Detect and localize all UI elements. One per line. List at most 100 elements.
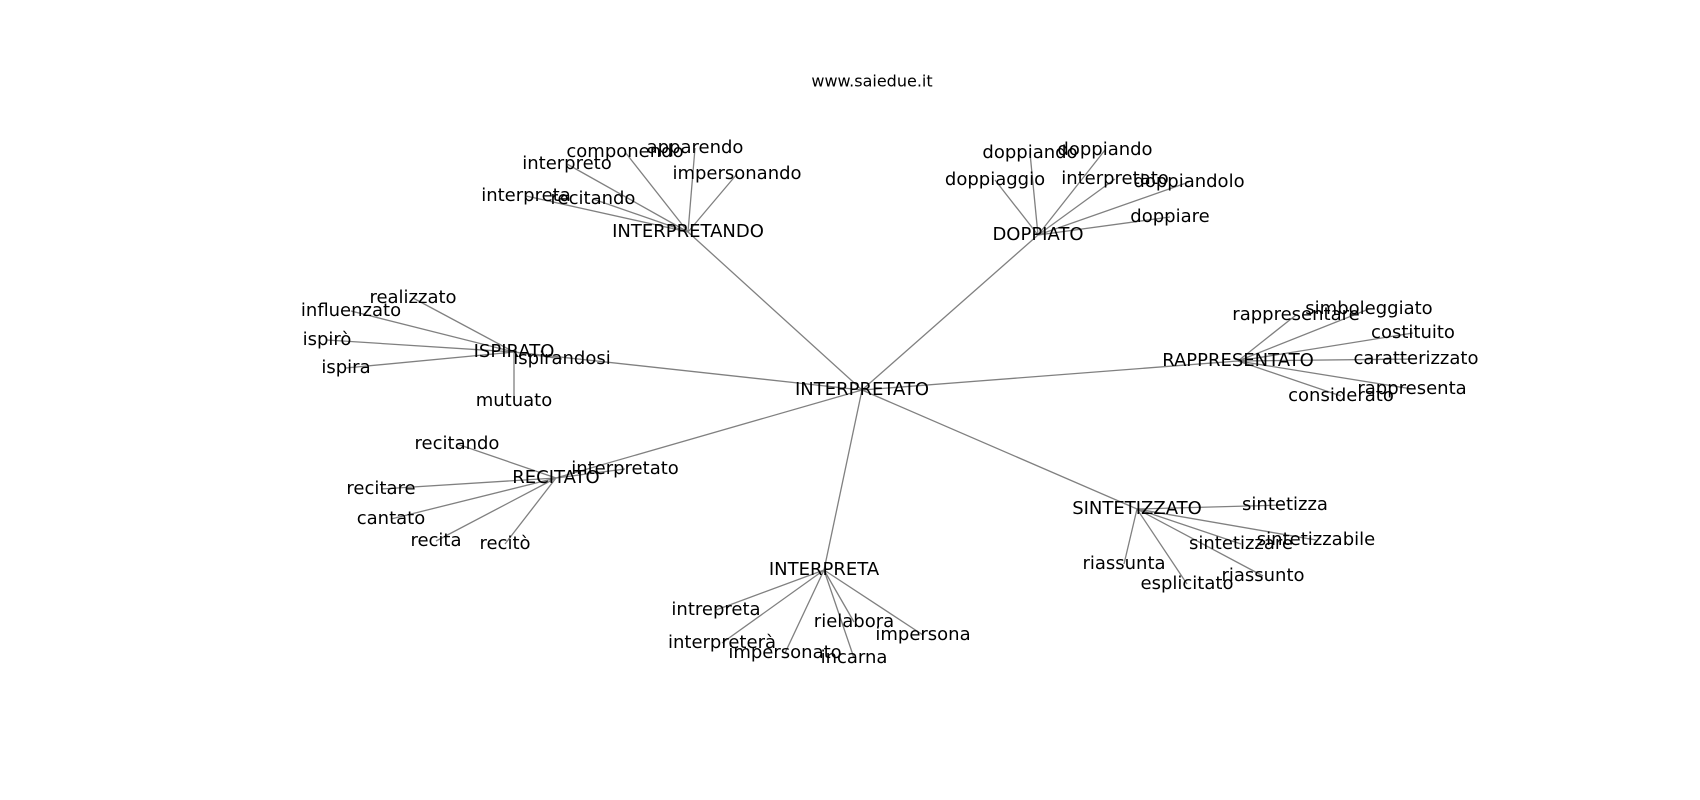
edge-recitato-to-leaf xyxy=(456,443,557,479)
edge-ispirato-to-leaf xyxy=(412,297,515,353)
edge-rappresentato-to-leaf xyxy=(1237,360,1342,397)
edge-interpreta-to-leaf xyxy=(715,569,825,611)
edge-root-to-interpretando xyxy=(687,231,863,391)
leaf-node-label: impersona xyxy=(875,624,970,645)
edge-rappresentato-to-leaf xyxy=(1237,308,1370,362)
root-node-label: INTERPRETATO xyxy=(795,379,929,400)
hub-node-label: ISPIRATO xyxy=(474,341,555,362)
leaf-node-label: ispirandosi xyxy=(513,348,610,369)
edge-doppiato-to-leaf xyxy=(1037,149,1106,236)
leaf-node-label: sintetizzabile xyxy=(1257,529,1375,550)
leaf-node-label: realizzato xyxy=(369,287,456,308)
leaf-node-label: incarna xyxy=(821,647,888,668)
leaf-node-label: recitando xyxy=(551,188,636,209)
leaf-node-label: riassunta xyxy=(1082,553,1165,574)
leaf-node-label: interpretato xyxy=(571,458,679,479)
edge-doppiato-to-leaf xyxy=(1037,178,1116,236)
edge-root-to-rappresentato xyxy=(861,360,1239,391)
edge-interpretando-to-leaf xyxy=(687,147,696,233)
edge-sintetizzato-to-leaf xyxy=(1136,508,1317,541)
edge-sintetizzato-to-leaf xyxy=(1136,508,1242,545)
edge-root-to-doppiato xyxy=(861,234,1039,391)
leaf-node-label: costituito xyxy=(1371,322,1455,343)
edge-rappresentato-to-leaf xyxy=(1237,358,1417,362)
leaf-node-label: cantato xyxy=(357,508,426,529)
leaf-node-label: rielabora xyxy=(814,611,894,632)
edge-rappresentato-to-leaf xyxy=(1237,360,1413,390)
hub-node-label: DOPPIATO xyxy=(992,224,1083,245)
edge-interpretando-to-leaf xyxy=(624,151,689,233)
edge-root-to-ispirato xyxy=(513,351,863,391)
leaf-node-label: influenzato xyxy=(301,300,401,321)
edge-ispirato-to-leaf xyxy=(326,339,515,353)
leaf-node-label: sintetizza xyxy=(1242,494,1328,515)
leaf-node-label: sintetizzare xyxy=(1189,533,1293,554)
leaf-node-label: doppiando xyxy=(982,142,1077,163)
edge-interpreta-to-leaf xyxy=(823,569,924,636)
leaf-node-label: interpreterà xyxy=(668,632,776,653)
edge-interpretando-to-leaf xyxy=(566,163,689,233)
edge-interpreta-to-leaf xyxy=(823,569,855,623)
leaf-node-label: doppiando xyxy=(1057,139,1152,160)
hub-node-label: RECITATO xyxy=(512,467,599,488)
leaf-node-label: componendo xyxy=(566,141,683,162)
edge-ispirato-to-leaf xyxy=(513,351,563,360)
edge-recitato-to-leaf xyxy=(504,477,557,545)
edge-sintetizzato-to-leaf xyxy=(1123,508,1138,565)
edge-root-to-recitato xyxy=(555,389,863,479)
hub-node-label: RAPPRESENTATO xyxy=(1162,350,1314,371)
leaf-node-label: interpreto xyxy=(522,153,612,174)
leaf-node-label: simboleggiato xyxy=(1305,298,1432,319)
edge-rappresentato-to-leaf xyxy=(1237,314,1297,362)
edge-sintetizzato-to-leaf xyxy=(1136,504,1286,510)
edge-interpreta-to-leaf xyxy=(721,569,825,644)
edge-root-to-sintetizzato xyxy=(861,389,1138,510)
leaf-node-label: recitando xyxy=(415,433,500,454)
edge-interpreta-to-leaf xyxy=(823,569,855,659)
edge-rappresentato-to-leaf xyxy=(1237,332,1414,362)
edge-doppiato-to-leaf xyxy=(1029,152,1039,236)
edge-ispirato-to-leaf xyxy=(345,351,515,369)
edge-sintetizzato-to-leaf xyxy=(1136,508,1188,585)
leaf-node-label: rappresentare xyxy=(1232,304,1359,325)
leaf-node-label: recita xyxy=(410,530,461,551)
edge-interpretando-to-leaf xyxy=(592,198,689,233)
edge-recitato-to-leaf xyxy=(390,477,557,520)
leaf-node-label: esplicitato xyxy=(1141,573,1234,594)
edges-layer xyxy=(326,147,1417,659)
edge-doppiato-to-leaf xyxy=(1037,181,1190,236)
leaf-node-label: recitò xyxy=(479,533,530,554)
edge-interpretando-to-leaf xyxy=(687,173,738,233)
edge-interpretando-to-leaf xyxy=(525,195,689,233)
leaf-node-label: impersonato xyxy=(728,642,841,663)
hub-node-label: INTERPRETA xyxy=(769,559,880,580)
edge-doppiato-to-leaf xyxy=(1037,216,1171,236)
leaf-node-label: ispira xyxy=(321,357,370,378)
leaf-node-label: rappresenta xyxy=(1357,378,1466,399)
leaf-node-label: riassunto xyxy=(1221,565,1304,586)
leaf-node-label: interpreta xyxy=(481,185,571,206)
edge-doppiato-to-leaf xyxy=(994,179,1039,236)
edge-recitato-to-leaf xyxy=(380,477,557,490)
leaf-node-label: considerato xyxy=(1288,385,1394,406)
leaf-node-label: caratterizzato xyxy=(1354,348,1479,369)
leaf-node-label: doppiaggio xyxy=(945,169,1045,190)
edge-recitato-to-leaf xyxy=(435,477,557,542)
leaf-node-label: interpretato xyxy=(1061,168,1169,189)
edge-interpreta-to-leaf xyxy=(784,569,825,654)
edge-root-to-interpreta xyxy=(823,389,863,571)
edge-ispirato-to-leaf xyxy=(350,310,515,353)
leaf-node-label: recitare xyxy=(346,478,415,499)
edge-recitato-to-leaf xyxy=(555,468,626,479)
hub-node-label: INTERPRETANDO xyxy=(612,221,764,242)
hub-node-label: SINTETIZZATO xyxy=(1072,498,1202,519)
edge-sintetizzato-to-leaf xyxy=(1136,508,1264,577)
labels-layer: INTERPRETATOINTERPRETANDOcomponendoappar… xyxy=(301,137,1479,668)
leaf-node-label: mutuato xyxy=(476,390,553,411)
leaf-node-label: doppiandolo xyxy=(1133,171,1244,192)
site-caption: www.saiedue.it xyxy=(811,72,932,91)
leaf-node-label: ispirò xyxy=(303,329,352,350)
leaf-node-label: doppiare xyxy=(1130,206,1209,227)
leaf-node-label: intrepreta xyxy=(671,599,760,620)
